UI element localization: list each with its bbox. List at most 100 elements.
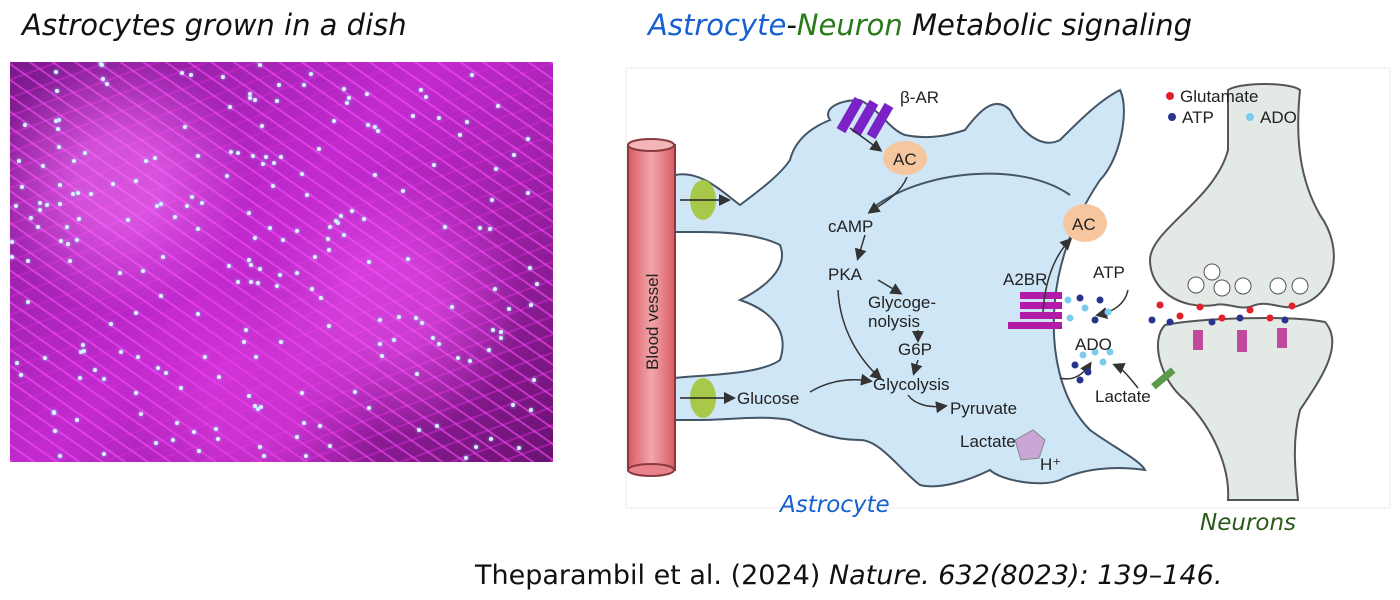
molecule-dots — [1064, 294, 1296, 384]
cell-nucleus — [496, 103, 501, 108]
ado-molecule — [1064, 296, 1072, 304]
cell-nucleus — [44, 202, 49, 207]
cell-nucleus — [13, 204, 18, 209]
cell-nucleus — [214, 427, 218, 432]
cell-nucleus — [57, 182, 62, 187]
beta-ar-receptor-icon — [836, 96, 894, 140]
neuron-receptors-icon — [1193, 328, 1287, 352]
citation: Theparambil et al. (2024) Nature. 632(80… — [475, 560, 1222, 591]
glutamate-molecule — [1156, 301, 1164, 309]
presynaptic-neuron — [1148, 83, 1335, 309]
cell-nucleus — [252, 404, 257, 409]
title-rest: Metabolic signaling — [902, 8, 1193, 42]
cell-nucleus — [250, 154, 255, 159]
cell-nucleus — [435, 424, 440, 429]
astrocyte-caption: Astrocyte — [780, 492, 890, 518]
a2br-receptor-icon — [1008, 292, 1062, 329]
cell-nucleus — [220, 74, 225, 79]
cell-nucleus — [525, 190, 530, 195]
cell-nucleus — [342, 232, 347, 237]
title-astrocyte: Astrocyte — [648, 8, 787, 42]
cell-nucleus — [380, 353, 385, 358]
cell-nucleus — [195, 227, 200, 232]
atp-molecule — [1096, 296, 1104, 304]
cell-nucleus — [184, 203, 189, 208]
cell-nucleus — [473, 445, 478, 450]
cell-nucleus — [328, 224, 333, 229]
atp-molecule — [1236, 314, 1244, 322]
cell-nucleus — [312, 254, 317, 259]
cell-nucleus — [249, 262, 254, 267]
cell-nucleus — [304, 454, 309, 459]
cell-nucleus — [40, 163, 45, 168]
cell-nucleus — [258, 404, 263, 409]
cell-nucleus — [183, 125, 188, 130]
lactate-astrocyte-label: Lactate — [960, 432, 1016, 451]
cell-nucleus — [74, 417, 79, 422]
ac-top-enzyme — [883, 141, 927, 175]
legend-atp: ATP — [1182, 108, 1214, 127]
cell-nucleus — [58, 201, 63, 206]
cell-nucleus — [53, 428, 57, 433]
cell-nucleus — [264, 155, 269, 160]
cell-nucleus — [465, 119, 470, 124]
glycogenolysis-label-1: Glycoge- — [868, 293, 936, 312]
cell-nucleus — [262, 454, 267, 459]
citation-journal: Nature. 632(8023): 139–146. — [828, 560, 1223, 591]
legend: Glutamate ATP ADO — [1166, 87, 1297, 127]
cell-nucleus — [196, 311, 201, 316]
cell-nucleus — [256, 281, 261, 286]
cell-nucleus — [224, 174, 229, 179]
cell-nucleus — [67, 258, 72, 263]
ac-top-label: AC — [893, 150, 917, 169]
cell-nucleus — [443, 225, 448, 230]
cell-nucleus — [110, 182, 115, 187]
ado-molecule — [1106, 348, 1114, 356]
cell-nucleus — [54, 70, 59, 75]
cell-nucleus — [171, 437, 176, 442]
atp-molecule — [1076, 294, 1084, 302]
cell-nucleus — [20, 184, 25, 189]
ac-right-enzyme — [1063, 204, 1107, 242]
cell-nucleus — [72, 158, 77, 163]
cell-nucleus — [78, 350, 83, 355]
cell-nucleus — [377, 318, 382, 323]
synaptic-vesicles — [1187, 263, 1309, 297]
cell-nucleus — [295, 228, 300, 233]
cell-nucleus — [59, 239, 64, 244]
cell-nucleus — [192, 430, 197, 435]
cell-nucleus — [417, 428, 422, 433]
cell-nucleus — [257, 444, 262, 449]
cell-nucleus — [331, 118, 336, 123]
glucose-label: Glucose — [737, 389, 799, 408]
cell-nucleus — [134, 310, 139, 315]
cell-nucleus — [118, 350, 123, 355]
cell-nucleus — [247, 211, 252, 216]
pyruvate-label: Pyruvate — [950, 399, 1017, 418]
neuron-transporter-icon — [1151, 367, 1176, 390]
lactate-neuron-label: Lactate — [1095, 387, 1151, 406]
astrocyte-culture-image — [10, 62, 553, 462]
cell-nucleus — [366, 406, 371, 411]
cell-nucleus — [236, 151, 241, 156]
cell-nucleus — [17, 159, 22, 164]
neurons-caption: Neurons — [1200, 510, 1297, 536]
cell-nucleus — [319, 295, 324, 300]
cell-nucleus — [365, 123, 370, 128]
cell-nucleus — [489, 198, 494, 203]
atp-label: ATP — [1093, 263, 1125, 282]
cell-nucleus — [344, 101, 349, 106]
cell-nucleus — [82, 348, 87, 353]
cell-nucleus — [174, 421, 179, 426]
cell-nucleus — [202, 355, 207, 360]
cell-nucleus — [352, 390, 357, 395]
lactate-transporter-icon — [1014, 429, 1046, 461]
cell-nucleus — [333, 218, 338, 223]
beta-ar-label: β-AR — [900, 88, 939, 107]
cell-nucleus — [134, 390, 139, 395]
cell-nucleus — [199, 200, 204, 205]
cell-nucleus — [76, 216, 81, 221]
cell-nucleus — [271, 161, 276, 166]
cell-nucleus — [486, 347, 491, 352]
cell-nucleus — [19, 373, 24, 378]
